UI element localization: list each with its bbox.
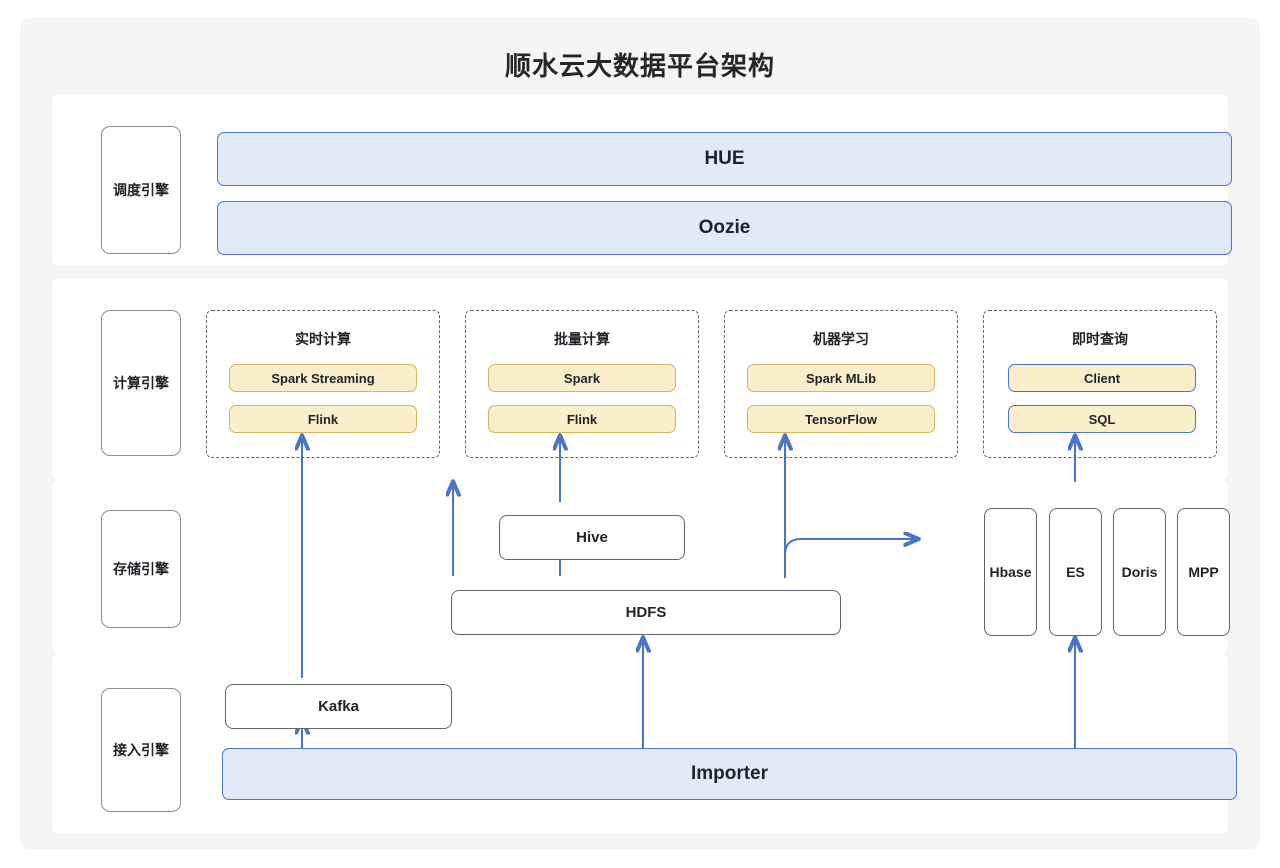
node-es[interactable]: ES	[1049, 508, 1102, 636]
layer-label-storage: 存储引擎	[101, 510, 181, 628]
node-flink-realtime[interactable]: Flink	[229, 405, 417, 433]
layer-compute: 计算引擎 实时计算 Spark Streaming Flink 批量计算 Spa…	[52, 278, 1228, 480]
node-tensorflow[interactable]: TensorFlow	[747, 405, 935, 433]
group-title-adhoc: 即时查询	[1072, 331, 1128, 347]
group-adhoc-query: 即时查询	[983, 310, 1217, 458]
node-kafka[interactable]: Kafka	[225, 684, 452, 729]
diagram-canvas: 顺水云大数据平台架构 调度引擎 HUE Oozie	[20, 18, 1260, 850]
page-title: 顺水云大数据平台架构	[504, 51, 775, 81]
layer-storage: 存储引擎 Hive HDFS Hbase ES Doris MPP	[52, 480, 1230, 654]
node-oozie[interactable]: Oozie	[217, 201, 1232, 255]
node-hue[interactable]: HUE	[217, 132, 1232, 186]
group-title-ml: 机器学习	[813, 331, 869, 347]
layer-schedule: 调度引擎 HUE Oozie	[52, 94, 1232, 266]
group-realtime-compute: 实时计算	[206, 310, 440, 458]
layer-label-compute: 计算引擎	[101, 310, 181, 456]
node-doris[interactable]: Doris	[1113, 508, 1166, 636]
node-hbase[interactable]: Hbase	[984, 508, 1037, 636]
node-spark[interactable]: Spark	[488, 364, 676, 392]
node-hdfs[interactable]: HDFS	[451, 590, 841, 635]
node-spark-mlib[interactable]: Spark MLib	[747, 364, 935, 392]
node-hive[interactable]: Hive	[499, 515, 685, 560]
node-sql[interactable]: SQL	[1008, 405, 1196, 433]
node-spark-streaming[interactable]: Spark Streaming	[229, 364, 417, 392]
group-machine-learning: 机器学习	[724, 310, 958, 458]
node-flink-batch[interactable]: Flink	[488, 405, 676, 433]
group-batch-compute: 批量计算	[465, 310, 699, 458]
layer-label-schedule: 调度引擎	[101, 126, 181, 254]
node-client[interactable]: Client	[1008, 364, 1196, 392]
group-title-batch: 批量计算	[554, 331, 610, 347]
layer-label-ingest: 接入引擎	[101, 688, 181, 812]
group-title-realtime: 实时计算	[295, 331, 351, 347]
node-mpp[interactable]: MPP	[1177, 508, 1230, 636]
node-importer[interactable]: Importer	[222, 748, 1237, 800]
layer-ingest: 接入引擎 Kafka Importer	[52, 654, 1237, 834]
